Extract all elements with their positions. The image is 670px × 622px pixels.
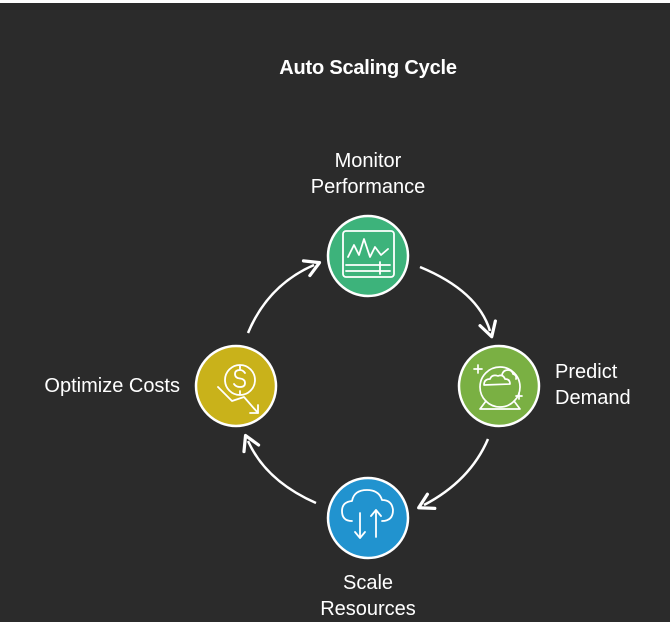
crystal-ball-icon [473,364,523,410]
label-predict-line2: Demand [555,387,631,409]
diagram-title: Auto Scaling Cycle [279,57,457,79]
cloud-up-down-icon [341,489,394,539]
diagram-canvas: Auto Scaling Cycle [0,3,670,622]
label-scale-line2: Resources [320,598,416,620]
label-monitor-line1: Monitor [334,150,402,172]
cycle-graphic [194,214,541,560]
arrow-scale-to-optimize [242,433,317,505]
label-monitor-line2: Performance [310,176,426,198]
label-scale-resources: Scale Resources [268,570,468,622]
arrow-optimize-to-monitor [246,259,322,334]
label-predict-line1: Predict [555,361,618,383]
dollar-down-icon [217,364,259,414]
node-scale-resources [326,476,410,560]
arrow-monitor-to-predict [419,265,497,339]
label-monitor-performance: Monitor Performance [268,148,468,200]
label-optimize-costs: Optimize Costs [20,373,180,399]
arrow-predict-to-scale [417,438,490,510]
monitor-chart-icon [342,230,395,278]
node-optimize-costs [194,344,278,428]
label-predict-demand: Predict Demand [555,359,665,411]
label-scale-line1: Scale [342,572,394,594]
node-monitor-performance [326,214,410,298]
label-optimize-line1: Optimize Costs [44,375,180,397]
node-predict-demand [457,344,541,428]
